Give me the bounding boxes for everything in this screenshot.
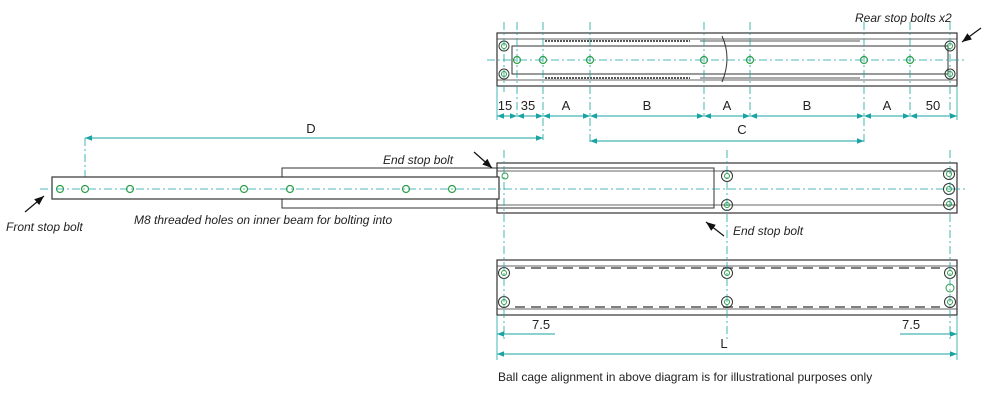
dim-a3: A xyxy=(883,98,892,113)
dim-15: 15 xyxy=(498,98,512,113)
m8-holes-label: M8 threaded holes on inner beam for bolt… xyxy=(134,213,392,227)
dim-a1: A xyxy=(562,98,571,113)
front-stop-bolt-label: Front stop bolt xyxy=(6,220,83,234)
top-view xyxy=(487,32,967,87)
end-stop-top-arrow-icon xyxy=(473,151,493,169)
caption-note: Ball cage alignment in above diagram is … xyxy=(498,370,872,384)
middle-inner-beam xyxy=(51,176,500,200)
end-stop-bottom-arrow-icon xyxy=(705,221,725,237)
dim-a2: A xyxy=(723,98,732,113)
top-end-stop-bolt xyxy=(721,35,728,83)
dim-b2: B xyxy=(803,98,812,113)
dim-35: 35 xyxy=(521,98,535,113)
dim-c: C xyxy=(737,122,746,137)
middle-stop-bolts xyxy=(501,168,955,211)
end-stop-bolt-bottom-label: End stop bolt xyxy=(733,224,804,238)
bottom-view xyxy=(496,259,958,316)
dim-d: D xyxy=(306,121,315,136)
dim-7-5-right: 7.5 xyxy=(902,317,920,332)
top-center-lines xyxy=(503,22,951,145)
dim-l: L xyxy=(720,336,727,351)
rear-stop-bolts-label: Rear stop bolts x2 xyxy=(855,11,952,25)
lower-center-lines xyxy=(503,150,951,340)
middle-view xyxy=(40,162,967,214)
dim-7-5-left: 7.5 xyxy=(532,317,550,332)
dim-b1: B xyxy=(643,98,652,113)
middle-hole-row xyxy=(55,184,457,194)
front-stop-arrow-icon xyxy=(24,195,45,213)
dim-50: 50 xyxy=(926,98,940,113)
rear-stop-arrow-icon xyxy=(961,27,982,43)
end-stop-bolt-top-label: End stop bolt xyxy=(383,153,454,167)
top-outer-rail xyxy=(496,32,958,87)
